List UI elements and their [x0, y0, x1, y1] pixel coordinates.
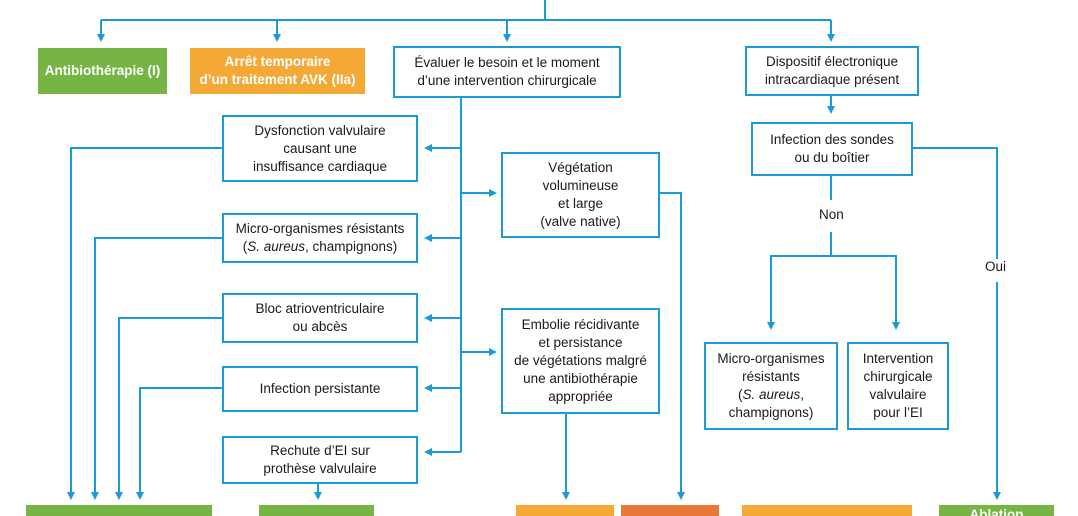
- intervention-line2: chirurgicale: [863, 369, 933, 384]
- non-label: Non: [816, 207, 847, 222]
- arret-avk-line1: Arrêt temporaire: [224, 54, 331, 69]
- dispositif-line1: Dispositif électronique: [765, 54, 899, 69]
- intervention-line1: Intervention: [862, 351, 934, 366]
- infection-persistante-box: Infection persistante: [222, 366, 418, 412]
- rechute-line2: prothèse valvulaire: [263, 461, 377, 476]
- arret-avk-box: Arrêt temporaire d’un traitement AVK (II…: [190, 48, 365, 94]
- embolie-line5: appropriée: [548, 389, 613, 404]
- bottom-outcome-orange-1: [516, 505, 614, 516]
- intervention-line4: pour l’EI: [873, 405, 923, 420]
- device-micro-organismes-box: Micro-organismes résistants (S. aureus, …: [704, 342, 838, 430]
- bottom-outcome-orange-2: [742, 505, 912, 516]
- evaluer-line2: d’une intervention chirurgicale: [417, 73, 597, 88]
- device-micro-line4: champignons): [728, 405, 814, 420]
- ablation-label: Ablation: [969, 507, 1024, 516]
- vegetation-line2: volumineuse: [542, 178, 619, 193]
- vegetation-box: Végétation volumineuse et large (valve n…: [501, 152, 660, 238]
- evaluer-chirurgie-box: Évaluer le besoin et le moment d’une int…: [393, 46, 621, 98]
- bloc-av-box: Bloc atrioventriculaire ou abcès: [222, 293, 418, 343]
- antibiotherapie-box: Antibiothérapie (I): [38, 48, 167, 94]
- embolie-box: Embolie récidivante et persistance de vé…: [501, 308, 660, 414]
- device-micro-line1: Micro-organismes: [717, 351, 825, 366]
- intervention-line3: valvulaire: [869, 387, 927, 402]
- infection-persistante-label: Infection persistante: [259, 381, 381, 396]
- arret-avk-line2: d’un traitement AVK (IIa): [199, 72, 356, 87]
- dysfonction-line3: insuffisance cardiaque: [252, 158, 388, 174]
- device-micro-line3: (S. aureus,: [737, 387, 805, 402]
- rechute-ei-box: Rechute d’EI sur prothèse valvulaire: [222, 436, 418, 484]
- intervention-chirurgicale-box: Intervention chirurgicale valvulaire pou…: [847, 342, 949, 430]
- vegetation-line1: Végétation: [548, 160, 613, 175]
- infection-sondes-line2: ou du boîtier: [794, 150, 870, 165]
- oui-label: Oui: [982, 259, 1010, 274]
- dysfonction-line1: Dysfonction valvulaire: [254, 122, 386, 138]
- dysfonction-valvulaire-box: Dysfonction valvulaire causant une insuf…: [222, 115, 418, 182]
- bottom-outcome-dark-orange: [621, 505, 719, 516]
- micro-line2: (S. aureus, champignons): [242, 239, 398, 254]
- antibiotherapie-label: Antibiothérapie (I): [44, 63, 161, 78]
- embolie-line1: Embolie récidivante: [521, 317, 640, 332]
- vegetation-line3: et large: [557, 196, 604, 211]
- bottom-outcome-green-1: [26, 505, 212, 516]
- infection-sondes-line1: Infection des sondes: [770, 132, 894, 147]
- embolie-line2: et persistance: [538, 335, 623, 350]
- ablation-box: Ablation: [939, 505, 1054, 516]
- micro-line1: Micro-organismes résistants: [235, 221, 405, 236]
- bottom-outcome-green-2: [259, 505, 374, 516]
- embolie-line3: de végétations malgré: [514, 353, 647, 368]
- dysfonction-line2: causant une: [283, 140, 357, 156]
- bloc-line2: ou abcès: [292, 319, 348, 334]
- rechute-line1: Rechute d’EI sur: [270, 443, 370, 458]
- bloc-line1: Bloc atrioventriculaire: [255, 301, 385, 316]
- dispositif-box: Dispositif électronique intracardiaque p…: [745, 46, 919, 96]
- infection-sondes-box: Infection des sondes ou du boîtier: [751, 122, 913, 176]
- evaluer-line1: Évaluer le besoin et le moment: [414, 55, 600, 70]
- embolie-line4: une antibiothérapie: [523, 371, 638, 386]
- device-micro-line2: résistants: [742, 369, 800, 384]
- dispositif-line2: intracardiaque présent: [764, 72, 900, 87]
- micro-organismes-box: Micro-organismes résistants (S. aureus, …: [222, 213, 418, 263]
- vegetation-line4: (valve native): [540, 214, 621, 229]
